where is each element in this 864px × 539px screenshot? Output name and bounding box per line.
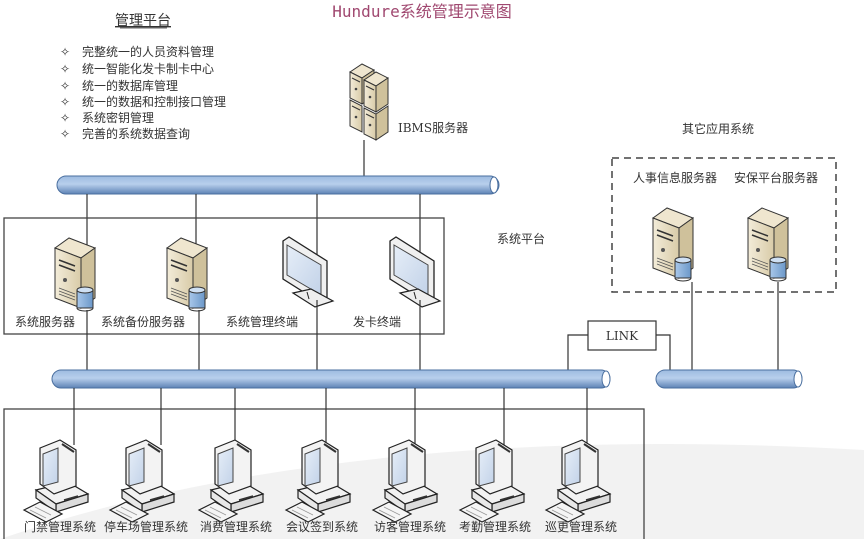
server-cluster-icon bbox=[349, 63, 389, 141]
subsystem-consumption: 消费管理系统 bbox=[198, 439, 272, 534]
other-systems-box bbox=[611, 157, 837, 293]
server-database-icon bbox=[166, 237, 208, 312]
server-database-icon bbox=[747, 207, 789, 282]
list-item: ✧ 统一的数据库管理 bbox=[60, 78, 178, 93]
svg-text:发卡终端: 发卡终端 bbox=[353, 314, 401, 329]
diamond-bullet-icon: ✧ bbox=[60, 111, 70, 125]
svg-text:系统管理终端: 系统管理终端 bbox=[226, 314, 298, 329]
diamond-bullet-icon: ✧ bbox=[60, 79, 70, 93]
other-node-security-server: 安保平台服务器 bbox=[734, 170, 818, 282]
server-database-icon bbox=[652, 207, 694, 282]
list-item: ✧ 完整统一的人员资料管理 bbox=[60, 44, 214, 59]
list-item: ✧ 统一智能化发卡制卡中心 bbox=[60, 61, 214, 76]
subsystem-attendance: 考勤管理系统 bbox=[459, 439, 531, 534]
diamond-bullet-icon: ✧ bbox=[60, 95, 70, 109]
list-item: ✧ 完善的系统数据查询 bbox=[60, 126, 190, 141]
svg-text:考勤管理系统: 考勤管理系统 bbox=[459, 519, 531, 534]
subsystem-meeting-signin: 会议签到系统 bbox=[285, 439, 358, 534]
monitor-icon bbox=[282, 236, 334, 308]
subsystem-access-control: 门禁管理系统 bbox=[23, 439, 96, 534]
subsystem-visitor: 访客管理系统 bbox=[372, 439, 446, 534]
svg-text:停车场管理系统: 停车场管理系统 bbox=[104, 519, 188, 534]
svg-text:系统密钥管理: 系统密钥管理 bbox=[82, 110, 154, 125]
svg-text:系统备份服务器: 系统备份服务器 bbox=[101, 314, 185, 329]
other-node-hr-server: 人事信息服务器 bbox=[633, 170, 717, 282]
ibms-server: IBMS服务器 bbox=[349, 63, 468, 141]
svg-text:统一的数据和控制接口管理: 统一的数据和控制接口管理 bbox=[82, 94, 226, 109]
subsystem-parking: 停车场管理系统 bbox=[104, 439, 188, 534]
svg-text:LINK: LINK bbox=[606, 329, 639, 343]
svg-text:巡更管理系统: 巡更管理系统 bbox=[545, 519, 617, 534]
svg-text:门禁管理系统: 门禁管理系统 bbox=[24, 519, 96, 534]
system-platform-label: 系统平台 bbox=[497, 231, 545, 246]
ibms-server-label: IBMS服务器 bbox=[398, 120, 468, 135]
platform-node-management-terminal: 系统管理终端 bbox=[226, 236, 334, 329]
diagram-title: Hundure系统管理示意图 bbox=[332, 2, 511, 21]
svg-text:会议签到系统: 会议签到系统 bbox=[286, 519, 358, 534]
svg-text:完整统一的人员资料管理: 完整统一的人员资料管理 bbox=[82, 44, 214, 59]
workstation-icon bbox=[23, 439, 89, 523]
diamond-bullet-icon: ✧ bbox=[60, 45, 70, 59]
svg-text:完善的系统数据查询: 完善的系统数据查询 bbox=[82, 126, 190, 141]
server-database-icon bbox=[54, 237, 96, 312]
subsystems-box bbox=[3, 408, 645, 539]
svg-text:系统服务器: 系统服务器 bbox=[15, 314, 75, 329]
diamond-bullet-icon: ✧ bbox=[60, 62, 70, 76]
svg-text:统一的数据库管理: 统一的数据库管理 bbox=[82, 78, 178, 93]
svg-text:人事信息服务器: 人事信息服务器 bbox=[633, 170, 717, 185]
other-systems-bus bbox=[655, 369, 803, 389]
link-box: LINK bbox=[587, 320, 657, 351]
svg-text:消费管理系统: 消费管理系统 bbox=[200, 519, 272, 534]
list-item: ✧ 系统密钥管理 bbox=[60, 110, 154, 125]
middle-network-bus bbox=[51, 369, 611, 389]
platform-node-card-terminal: 发卡终端 bbox=[353, 236, 441, 329]
management-platform-heading: 管理平台 bbox=[115, 13, 171, 29]
svg-text:访客管理系统: 访客管理系统 bbox=[374, 519, 446, 534]
other-systems-label: 其它应用系统 bbox=[682, 121, 754, 136]
top-network-bus bbox=[56, 175, 500, 195]
diamond-bullet-icon: ✧ bbox=[60, 127, 70, 141]
monitor-icon bbox=[389, 236, 441, 308]
list-item: ✧ 统一的数据和控制接口管理 bbox=[60, 94, 226, 109]
management-platform-list: ✧ 完整统一的人员资料管理 ✧ 统一智能化发卡制卡中心 ✧ 统一的数据库管理 ✧ 统一的… bbox=[60, 44, 226, 141]
svg-text:安保平台服务器: 安保平台服务器 bbox=[734, 170, 818, 185]
platform-node-system-server: 系统服务器 bbox=[15, 237, 96, 329]
svg-text:统一智能化发卡制卡中心: 统一智能化发卡制卡中心 bbox=[82, 61, 214, 76]
system-platform-box bbox=[3, 217, 445, 335]
platform-node-backup-server: 系统备份服务器 bbox=[101, 237, 208, 329]
subsystem-patrol: 巡更管理系统 bbox=[545, 439, 617, 534]
